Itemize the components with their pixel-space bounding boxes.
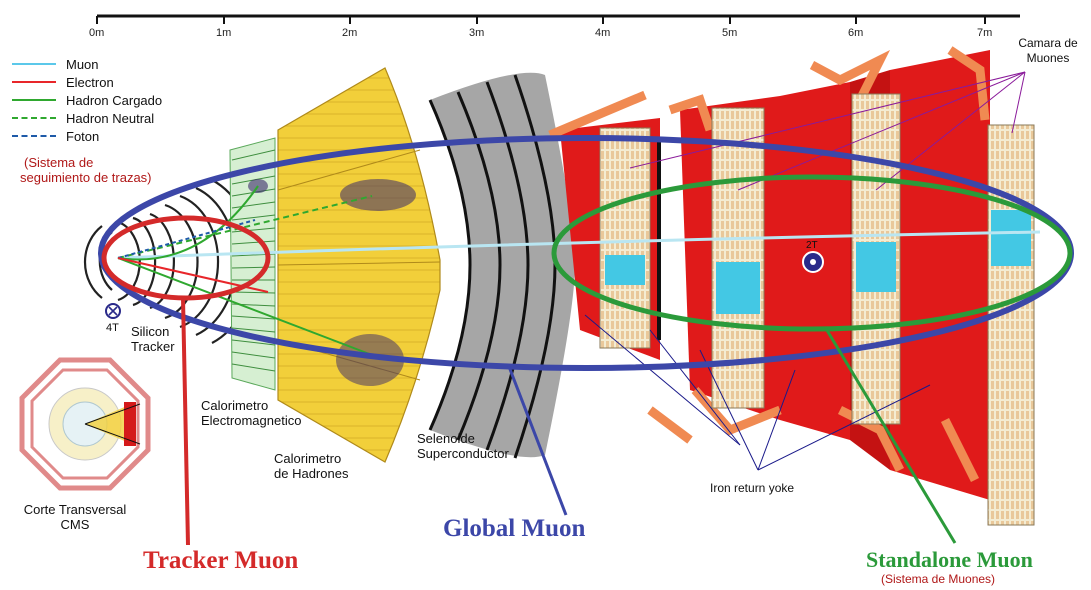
cms-cross-section-thumbnail xyxy=(19,357,151,491)
hcal-label: Calorimetro de Hadrones xyxy=(274,451,349,481)
muon-chambers-label: Camara de Muones xyxy=(1018,36,1078,65)
ruler-tick-label: 0m xyxy=(89,27,105,39)
tracking-system-label: (Sistema de seguimiento de trazas) xyxy=(20,155,152,185)
global-muon-connector xyxy=(506,363,568,516)
legend-item: Hadron Cargado xyxy=(12,92,162,108)
ecal-label: Calorimetro Electromagnetico xyxy=(201,398,302,428)
legend-swatch xyxy=(12,81,56,83)
legend-item: Hadron Neutral xyxy=(12,110,154,126)
iron-yoke-label: Iron return yoke xyxy=(710,481,795,495)
ruler-tick-label: 1m xyxy=(216,27,232,39)
solenoid-label: Selenoide Superconductor xyxy=(417,431,509,461)
legend-item: Foton xyxy=(12,128,99,144)
legend-label: Electron xyxy=(66,74,114,90)
field-2t-marker xyxy=(802,251,824,273)
tracker-muon-connector xyxy=(181,297,190,546)
legend-label: Muon xyxy=(66,56,99,72)
legend-item: Electron xyxy=(12,74,114,90)
field-4t-label: 4T xyxy=(106,322,119,334)
global-muon-title: Global Muon xyxy=(443,515,586,542)
standalone-muon-ellipse xyxy=(551,174,1073,332)
ecal-wedge xyxy=(229,137,276,391)
legend-swatch xyxy=(12,117,56,119)
silicon-tracker-label: Silicon Tracker xyxy=(131,324,175,354)
leader-lines xyxy=(584,314,931,471)
scale-ruler xyxy=(96,14,1020,24)
legend-label: Hadron Neutral xyxy=(66,110,155,126)
ruler-tick-label: 6m xyxy=(848,27,864,39)
legend-swatch xyxy=(12,135,56,137)
muon-chambers xyxy=(599,93,1035,526)
field-2t-label: 2T xyxy=(806,240,818,251)
ruler-tick-label: 5m xyxy=(722,27,738,39)
ruler-tick-label: 7m xyxy=(977,27,993,39)
cross-section-label: Corte Transversal CMS xyxy=(23,502,127,532)
muon-system-label: (Sistema de Muones) xyxy=(881,572,996,586)
ruler-tick-label: 2m xyxy=(342,27,358,39)
field-4t-marker xyxy=(105,303,121,319)
tracker-muon-title: Tracker Muon xyxy=(143,547,299,574)
ruler-tick-label: 4m xyxy=(595,27,611,39)
legend-label: Foton xyxy=(66,128,100,144)
legend-item: Muon xyxy=(12,56,99,72)
tracker-muon-ellipse xyxy=(101,215,271,301)
standalone-muon-title: Standalone Muon xyxy=(866,547,1033,572)
hcal-wedge xyxy=(277,67,441,463)
particle-tracks xyxy=(117,185,1041,356)
chamber-leader-lines xyxy=(629,71,1026,191)
solenoid xyxy=(428,72,575,459)
legend-label: Hadron Cargado xyxy=(66,92,163,108)
legend-swatch xyxy=(12,99,56,101)
legend-swatch xyxy=(12,63,56,65)
standalone-muon-connector xyxy=(823,326,957,544)
ruler-tick-label: 3m xyxy=(469,27,485,39)
